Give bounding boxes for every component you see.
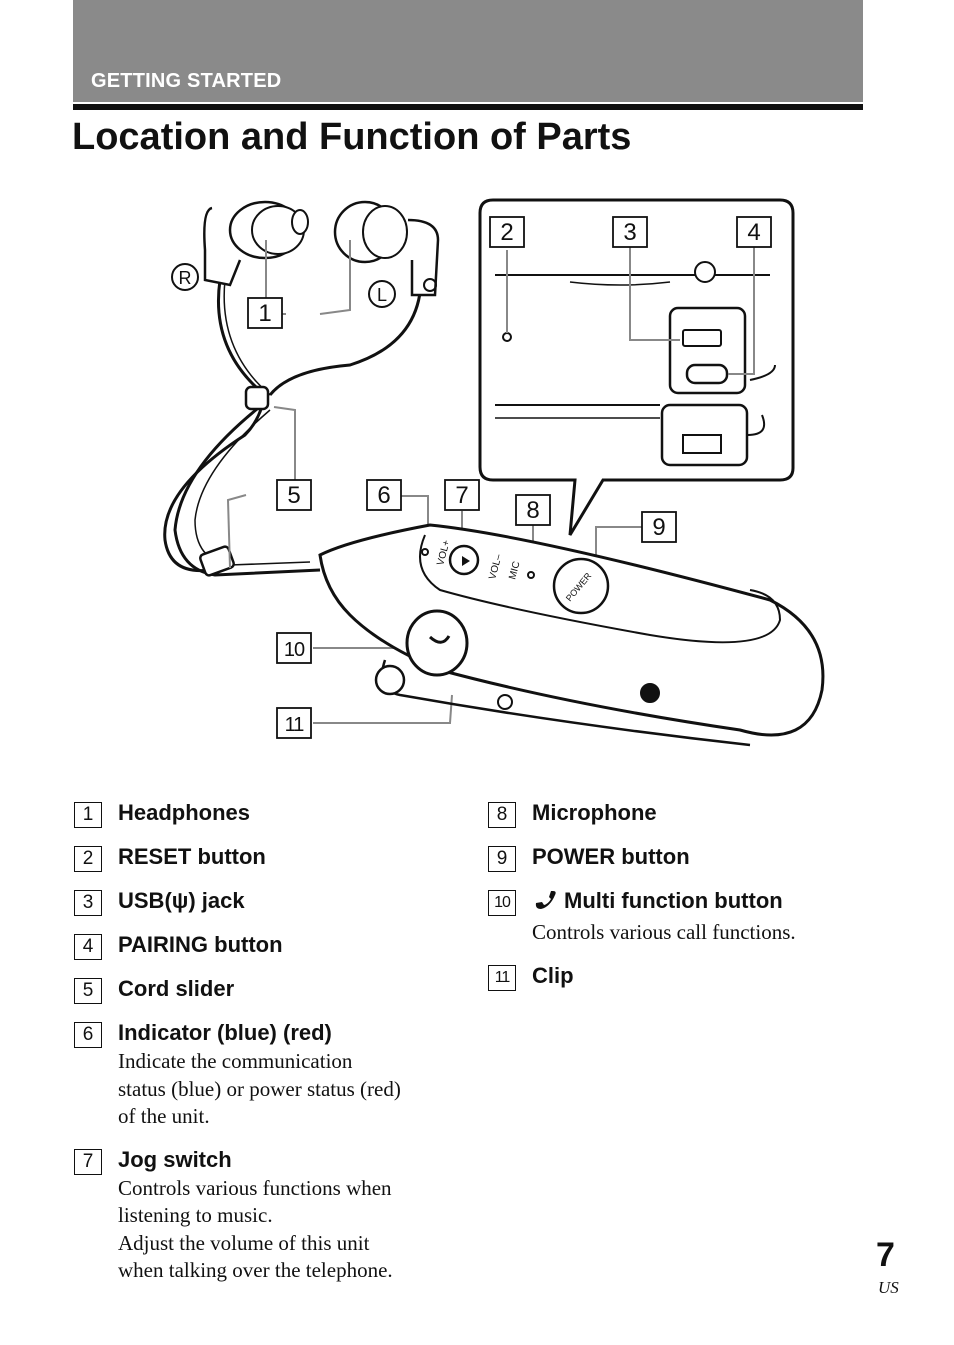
svg-text:4: 4 [747, 219, 760, 246]
part-item-microphone: 8 Microphone [488, 798, 868, 828]
part-name: USB(ψ) jack [118, 888, 245, 913]
callout-9: 9 [641, 511, 677, 543]
part-name-row: Multi function button [532, 886, 868, 919]
phone-icon [532, 889, 558, 919]
part-description: listening to music. [118, 1203, 273, 1227]
svg-text:7: 7 [455, 482, 468, 509]
part-description: Indicate the communication [118, 1049, 353, 1073]
section-label: GETTING STARTED [91, 70, 282, 92]
parts-list-left: 1 Headphones 2 RESET button 3 USB(ψ) jac… [74, 798, 454, 1299]
page-number: 7 [876, 1236, 895, 1274]
callout-6: 6 [366, 479, 402, 511]
callout-3: 3 [612, 216, 648, 248]
part-number: 9 [488, 846, 516, 872]
part-name: Cord slider [118, 976, 235, 1001]
part-description: Controls various call functions. [532, 920, 796, 944]
svg-text:9: 9 [652, 514, 665, 541]
part-name-text: Multi function button [564, 888, 783, 913]
part-number: 5 [74, 978, 102, 1004]
part-name: Headphones [118, 800, 251, 825]
part-item-jog-switch: 7 Jog switch Controls various functions … [74, 1145, 454, 1285]
part-number: 11 [488, 964, 516, 991]
part-number: 6 [74, 1022, 102, 1048]
part-number: 8 [488, 802, 516, 828]
parts-diagram: R L VOL+ VOL– M [150, 190, 840, 770]
part-description: when talking over the telephone. [118, 1258, 393, 1282]
header-band [73, 0, 863, 102]
mic-label: MIC [507, 560, 522, 581]
part-number: 7 [74, 1148, 102, 1175]
page-suffix: US [878, 1278, 899, 1297]
svg-text:10: 10 [284, 639, 305, 661]
part-number: 3 [74, 890, 102, 916]
callout-10: 10 [276, 632, 312, 664]
svg-text:6: 6 [377, 482, 390, 509]
part-item-pairing-button: 4 PAIRING button [74, 930, 454, 960]
part-item-usb-jack: 3 USB(ψ) jack [74, 886, 454, 916]
callout-1: 1 [247, 297, 283, 329]
svg-text:8: 8 [526, 497, 539, 524]
svg-text:1: 1 [258, 300, 271, 327]
part-name: Indicator (blue) (red) [118, 1020, 332, 1045]
callout-7: 7 [444, 479, 480, 511]
callout-4: 4 [736, 216, 772, 248]
svg-text:11: 11 [285, 714, 305, 736]
header-rule [73, 104, 863, 110]
part-item-cord-slider: 5 Cord slider [74, 974, 454, 1004]
part-number: 2 [74, 846, 102, 872]
page-title: Location and Function of Parts [72, 116, 632, 158]
part-item-reset-button: 2 RESET button [74, 842, 454, 872]
unit-body: VOL+ VOL– MIC POWER [318, 523, 825, 747]
part-name: Jog switch [118, 1146, 232, 1172]
callout-5: 5 [276, 479, 312, 511]
ear-left-label: L [377, 285, 387, 305]
part-name: RESET button [118, 844, 266, 869]
part-name: Clip [532, 962, 574, 988]
part-description: of the unit. [118, 1104, 210, 1128]
part-item-clip: 11 Clip [488, 961, 868, 991]
part-number: 4 [74, 934, 102, 960]
earbud-right [203, 200, 309, 287]
part-item-indicator: 6 Indicator (blue) (red) Indicate the co… [74, 1018, 454, 1131]
part-item-multi-function-button: 10 Multi function button Controls variou… [488, 886, 868, 947]
svg-text:5: 5 [287, 482, 300, 509]
part-number: 1 [74, 802, 102, 828]
part-name: PAIRING button [118, 932, 283, 957]
parts-list-right: 8 Microphone 9 POWER button 10 Multi fun… [488, 798, 868, 1005]
part-number: 10 [488, 890, 516, 916]
callout-11: 11 [276, 707, 312, 739]
callout-8: 8 [515, 494, 551, 526]
callout-2: 2 [489, 216, 525, 248]
part-name: POWER button [532, 844, 690, 869]
svg-text:2: 2 [500, 219, 513, 246]
part-name: Microphone [532, 800, 657, 825]
svg-text:3: 3 [623, 219, 636, 246]
ear-right-label: R [179, 268, 192, 288]
part-description: Adjust the volume of this unit [118, 1230, 370, 1255]
part-description: Controls various functions when [118, 1175, 392, 1200]
part-item-headphones: 1 Headphones [74, 798, 454, 828]
part-item-power-button: 9 POWER button [488, 842, 868, 872]
part-description: status (blue) or power status (red) [118, 1076, 401, 1101]
